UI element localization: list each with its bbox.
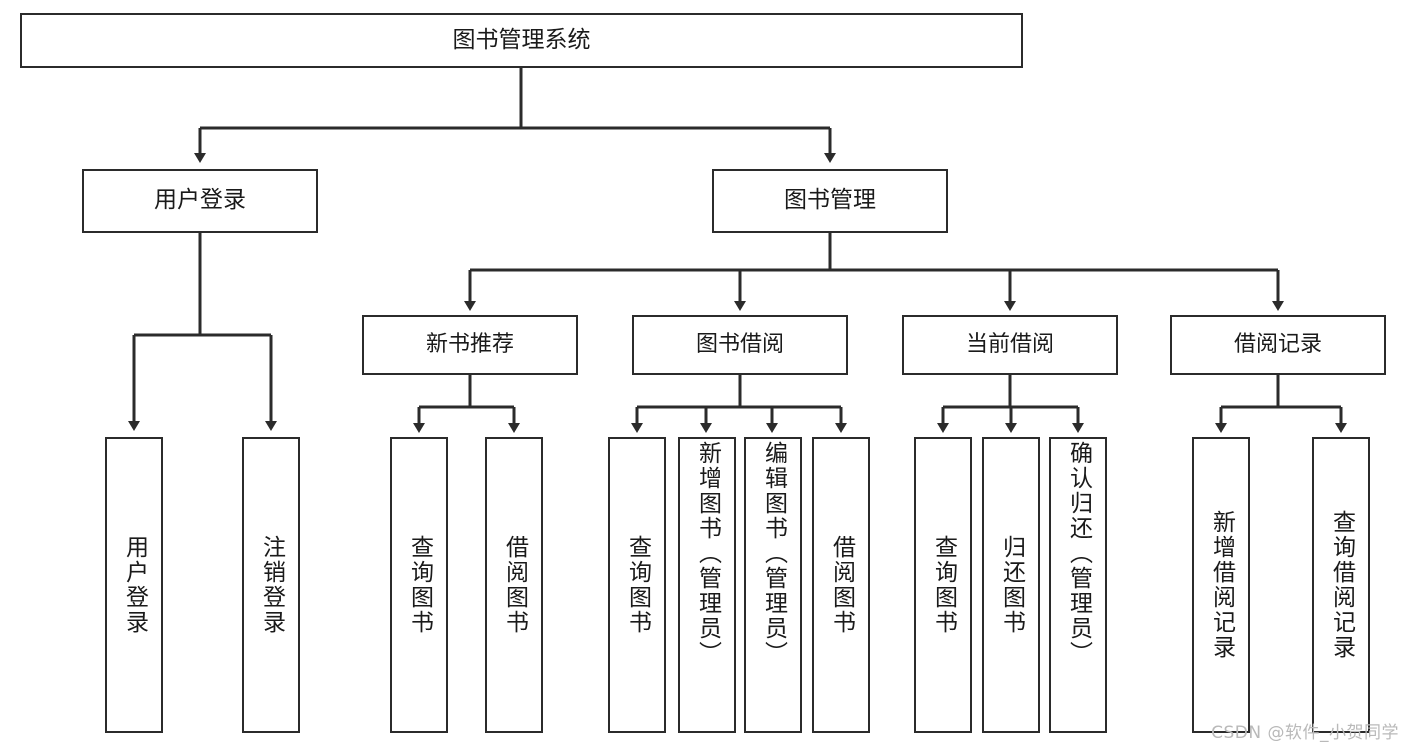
node-leaf-borrow-book-1-label: 借阅图书 <box>501 535 528 635</box>
node-book-management-label: 图书管理 <box>784 187 876 214</box>
node-leaf-confirm-return[interactable]: 确认归还（管理员） <box>1049 437 1107 733</box>
node-borrow-record-label: 借阅记录 <box>1233 331 1322 357</box>
node-leaf-query-book-3[interactable]: 查询图书 <box>914 437 972 733</box>
node-leaf-borrow-book-2-label: 借阅图书 <box>828 535 855 635</box>
node-user-login[interactable]: 用户登录 <box>82 169 318 233</box>
node-leaf-edit-book-label: 编辑图书（管理员） <box>760 441 787 666</box>
node-leaf-query-book-1-label: 查询图书 <box>406 535 433 635</box>
node-leaf-user-login-label: 用户登录 <box>121 535 148 635</box>
node-user-login-label: 用户登录 <box>154 187 246 214</box>
node-leaf-logout[interactable]: 注销登录 <box>242 437 300 733</box>
node-current-borrow-label: 当前借阅 <box>965 331 1054 357</box>
node-leaf-query-book-3-label: 查询图书 <box>930 535 957 635</box>
node-leaf-query-book-1[interactable]: 查询图书 <box>390 437 448 733</box>
node-book-borrow-label: 图书借阅 <box>695 331 784 357</box>
node-leaf-borrow-book-1[interactable]: 借阅图书 <box>485 437 543 733</box>
node-book-borrow[interactable]: 图书借阅 <box>632 315 848 375</box>
node-leaf-query-book-2[interactable]: 查询图书 <box>608 437 666 733</box>
node-root-system[interactable]: 图书管理系统 <box>20 13 1023 68</box>
node-root-system-label: 图书管理系统 <box>452 26 591 53</box>
node-leaf-logout-label: 注销登录 <box>258 535 285 635</box>
node-leaf-return-book[interactable]: 归还图书 <box>982 437 1040 733</box>
node-leaf-return-book-label: 归还图书 <box>998 535 1025 635</box>
node-leaf-add-book[interactable]: 新增图书（管理员） <box>678 437 736 733</box>
node-leaf-add-borrow-record[interactable]: 新增借阅记录 <box>1192 437 1250 733</box>
node-leaf-add-borrow-record-label: 新增借阅记录 <box>1208 510 1235 660</box>
node-current-borrow[interactable]: 当前借阅 <box>902 315 1118 375</box>
watermark-text: CSDN @软件_小贺同学 <box>1211 723 1399 743</box>
node-leaf-user-login[interactable]: 用户登录 <box>105 437 163 733</box>
node-new-book-recommend-label: 新书推荐 <box>425 331 514 357</box>
node-leaf-confirm-return-label: 确认归还（管理员） <box>1065 441 1092 666</box>
node-leaf-query-borrow-record[interactable]: 查询借阅记录 <box>1312 437 1370 733</box>
node-leaf-edit-book[interactable]: 编辑图书（管理员） <box>744 437 802 733</box>
node-new-book-recommend[interactable]: 新书推荐 <box>362 315 578 375</box>
node-book-management[interactable]: 图书管理 <box>712 169 948 233</box>
node-leaf-add-book-label: 新增图书（管理员） <box>694 441 721 666</box>
node-leaf-query-book-2-label: 查询图书 <box>624 535 651 635</box>
node-leaf-query-borrow-record-label: 查询借阅记录 <box>1328 510 1355 660</box>
node-borrow-record[interactable]: 借阅记录 <box>1170 315 1386 375</box>
node-leaf-borrow-book-2[interactable]: 借阅图书 <box>812 437 870 733</box>
